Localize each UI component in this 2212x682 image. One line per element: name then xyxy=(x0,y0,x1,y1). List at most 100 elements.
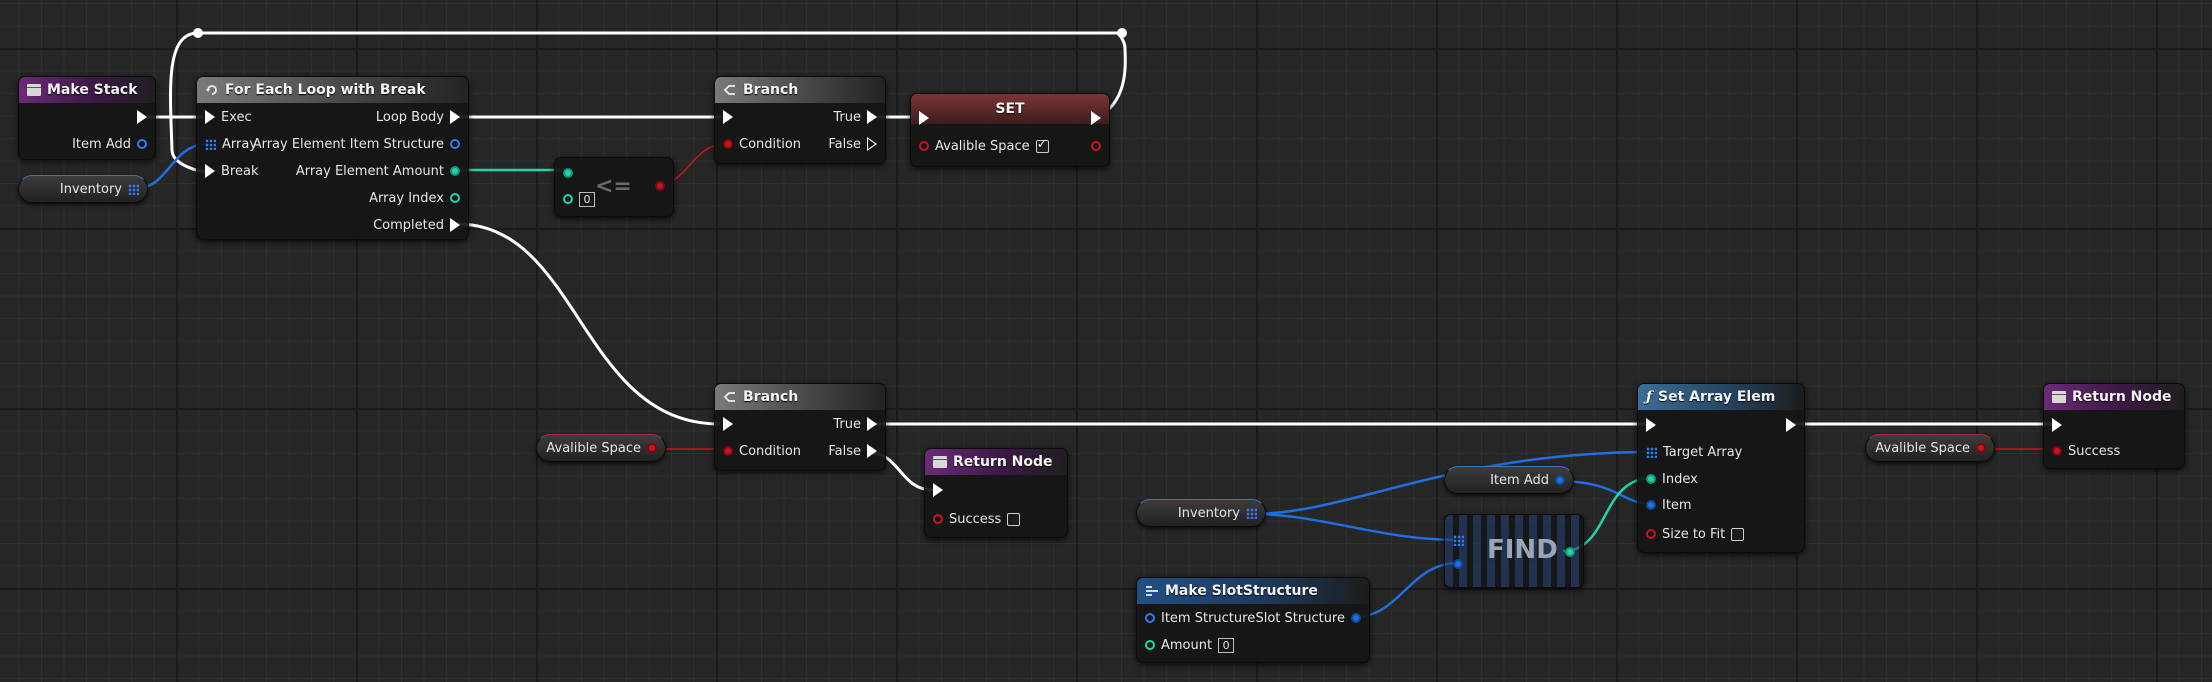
true-pin[interactable] xyxy=(867,417,877,431)
pin-label: Avalible Space xyxy=(935,138,1030,154)
function-entry-icon xyxy=(27,84,41,96)
array-index-pin[interactable] xyxy=(450,193,460,203)
pin-label: Array Index xyxy=(369,190,444,206)
var-label: Inventory xyxy=(59,181,122,197)
success-pin[interactable] xyxy=(2052,446,2062,456)
item-structure-pin[interactable] xyxy=(1145,613,1155,623)
item-add-pin[interactable] xyxy=(137,139,147,149)
make-slot-structure-node[interactable]: Make SlotStructure Item Structure Amount… xyxy=(1136,577,1370,663)
avalible-space-in-pin[interactable] xyxy=(919,141,929,151)
set-array-elem-node[interactable]: ƒ Set Array Elem Target Array Index Item… xyxy=(1637,383,1805,553)
exec-wire xyxy=(456,222,721,426)
pin-label: Size to Fit xyxy=(1662,526,1726,542)
var-label: Inventory xyxy=(1177,505,1240,521)
b-value[interactable]: 0 xyxy=(579,191,595,207)
loop-body-pin[interactable] xyxy=(450,110,460,124)
exec-out-pin[interactable] xyxy=(1786,418,1796,432)
avalible-space-variable[interactable]: Avalible Space xyxy=(1865,434,1995,462)
element-amount-pin[interactable] xyxy=(450,166,460,176)
pin-label: Item Add xyxy=(72,136,131,152)
pin-label: False xyxy=(828,136,861,152)
index-pin[interactable] xyxy=(1646,474,1656,484)
function-return-icon xyxy=(933,456,947,468)
array-wire xyxy=(1251,450,1653,516)
node-title: Return Node xyxy=(2072,389,2172,405)
pin-label: Break xyxy=(221,163,259,179)
condition-pin[interactable] xyxy=(723,139,733,149)
find-node[interactable]: FIND xyxy=(1444,514,1584,588)
pin-label: Success xyxy=(2068,443,2121,459)
element-struct-pin[interactable] xyxy=(450,139,460,149)
amount-value[interactable]: 0 xyxy=(1218,637,1235,653)
array-pin[interactable] xyxy=(205,138,216,150)
exec-in-pin[interactable] xyxy=(933,483,943,497)
set-variable-node[interactable]: SET Avalible Space xyxy=(910,93,1110,167)
avalible-space-variable[interactable]: Avalible Space xyxy=(536,434,666,462)
inventory-variable[interactable]: Inventory xyxy=(18,175,148,203)
inventory-variable[interactable]: Inventory xyxy=(1136,499,1266,527)
return-node[interactable]: Return Node Success xyxy=(2043,383,2185,469)
pin-label: Index xyxy=(1662,471,1698,487)
avalible-space-checkbox[interactable] xyxy=(1035,137,1049,153)
target-array-pin[interactable] xyxy=(1646,446,1657,458)
array-wire xyxy=(1251,512,1459,542)
size-to-fit-checkbox[interactable] xyxy=(1731,527,1745,541)
pin-label: Item xyxy=(1662,497,1692,513)
loop-icon xyxy=(205,84,219,96)
a-pin[interactable] xyxy=(563,168,573,178)
break-pin[interactable] xyxy=(205,164,215,178)
completed-pin[interactable] xyxy=(450,218,460,232)
item-pin[interactable] xyxy=(1646,500,1656,510)
node-title: For Each Loop with Break xyxy=(225,82,426,98)
branch-node[interactable]: Branch Condition True False xyxy=(714,76,886,164)
node-title: Return Node xyxy=(953,454,1053,470)
reroute-knot[interactable] xyxy=(1117,28,1127,38)
pin-label: Condition xyxy=(739,443,802,459)
node-title: SET xyxy=(995,101,1025,117)
pin-label: Exec xyxy=(221,109,252,125)
false-pin[interactable] xyxy=(867,444,877,458)
function-icon: ƒ xyxy=(1646,389,1653,405)
for-each-loop-node[interactable]: For Each Loop with Break Exec Array Brea… xyxy=(196,76,469,240)
amount-pin[interactable] xyxy=(1145,640,1155,650)
condition-pin[interactable] xyxy=(723,446,733,456)
exec-in-pin[interactable] xyxy=(2052,418,2062,432)
slot-structure-pin[interactable] xyxy=(1351,613,1361,623)
less-equal-node[interactable]: 0 <= xyxy=(554,157,674,217)
exec-in-pin[interactable] xyxy=(919,111,929,125)
target-array-pin[interactable] xyxy=(1453,534,1464,546)
size-to-fit-pin[interactable] xyxy=(1646,529,1656,539)
return-node[interactable]: Return Node Success xyxy=(924,448,1068,538)
bool-pin[interactable] xyxy=(647,443,657,453)
success-checkbox[interactable] xyxy=(1007,512,1021,526)
pin-label: True xyxy=(833,109,861,125)
array-pin[interactable] xyxy=(128,183,139,195)
b-pin[interactable] xyxy=(563,194,573,204)
pin-label: Completed xyxy=(373,217,444,233)
index-out-pin[interactable] xyxy=(1565,547,1575,557)
node-title: Branch xyxy=(743,389,799,405)
item-add-variable[interactable]: Item Add xyxy=(1444,466,1574,494)
success-pin[interactable] xyxy=(933,514,943,524)
true-pin[interactable] xyxy=(867,110,877,124)
exec-out-pin[interactable] xyxy=(1091,111,1101,125)
exec-out-pin[interactable] xyxy=(137,110,147,124)
result-pin[interactable] xyxy=(655,181,665,191)
exec-in-pin[interactable] xyxy=(723,110,733,124)
make-stack-node[interactable]: Make Stack Item Add xyxy=(18,76,156,160)
item-pin[interactable] xyxy=(1453,559,1463,569)
array-pin[interactable] xyxy=(1246,507,1257,519)
branch-icon xyxy=(723,84,737,96)
exec-in-pin[interactable] xyxy=(1646,418,1656,432)
false-pin[interactable] xyxy=(867,137,877,151)
struct-pin[interactable] xyxy=(1555,475,1565,485)
var-label: Avalible Space xyxy=(1875,440,1970,456)
bool-pin[interactable] xyxy=(1976,443,1986,453)
branch-node[interactable]: Branch Condition True False xyxy=(714,383,886,471)
exec-in-pin[interactable] xyxy=(723,417,733,431)
pin-label: Array Element Item Structure xyxy=(252,136,444,152)
branch-icon xyxy=(723,391,737,403)
reroute-knot[interactable] xyxy=(193,28,203,38)
avalible-space-out-pin[interactable] xyxy=(1091,141,1101,151)
exec-in-pin[interactable] xyxy=(205,110,215,124)
